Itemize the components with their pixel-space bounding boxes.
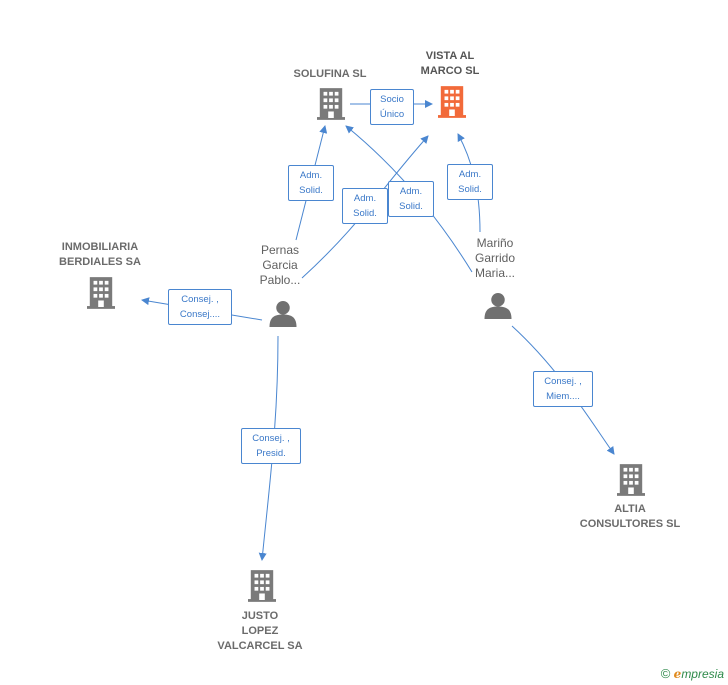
brand-rest: mpresia: [681, 667, 724, 681]
badge-adm-solid-marino-solufina[interactable]: Adm. Solid.: [388, 181, 434, 217]
vista-label[interactable]: VISTA AL MARCO SL: [420, 50, 480, 77]
empresia-brand: © empresia: [661, 666, 724, 681]
pernas-label[interactable]: Pernas Garcia Pablo...: [259, 243, 301, 287]
vista-building-icon[interactable]: [438, 86, 466, 118]
badge-adm-solid-pernas-solufina[interactable]: Adm. Solid.: [288, 165, 334, 201]
badge-adm-solid-marino-vista[interactable]: Adm. Solid.: [447, 164, 493, 200]
badge-socio-unico[interactable]: Socio Único: [370, 89, 414, 125]
inmobiliaria-building-icon[interactable]: [87, 277, 115, 309]
marino-label[interactable]: Mariño Garrido Maria...: [474, 236, 515, 280]
solufina-label[interactable]: SOLUFINA SL: [293, 68, 367, 80]
pernas-person-icon[interactable]: [269, 300, 297, 327]
marino-person-icon[interactable]: [484, 292, 512, 319]
justo-building-icon[interactable]: [248, 570, 276, 602]
inmobiliaria-label[interactable]: INMOBILIARIA BERDIALES SA: [59, 241, 141, 268]
altia-label[interactable]: ALTIA CONSULTORES SL: [579, 503, 681, 530]
copyright-symbol: ©: [660, 666, 671, 681]
badge-adm-solid-pernas-vista[interactable]: Adm. Solid.: [342, 188, 388, 224]
badge-consej-presid[interactable]: Consej. , Presid.: [241, 428, 301, 464]
solufina-building-icon[interactable]: [317, 88, 345, 120]
badge-consej-inmobiliaria[interactable]: Consej. , Consej....: [168, 289, 232, 325]
altia-building-icon[interactable]: [617, 464, 645, 496]
brand-e: e: [673, 667, 682, 681]
badge-consej-miem[interactable]: Consej. , Miem....: [533, 371, 593, 407]
edges: [141, 100, 615, 561]
justo-label[interactable]: JUSTO LOPEZ VALCARCEL SA: [217, 610, 303, 652]
